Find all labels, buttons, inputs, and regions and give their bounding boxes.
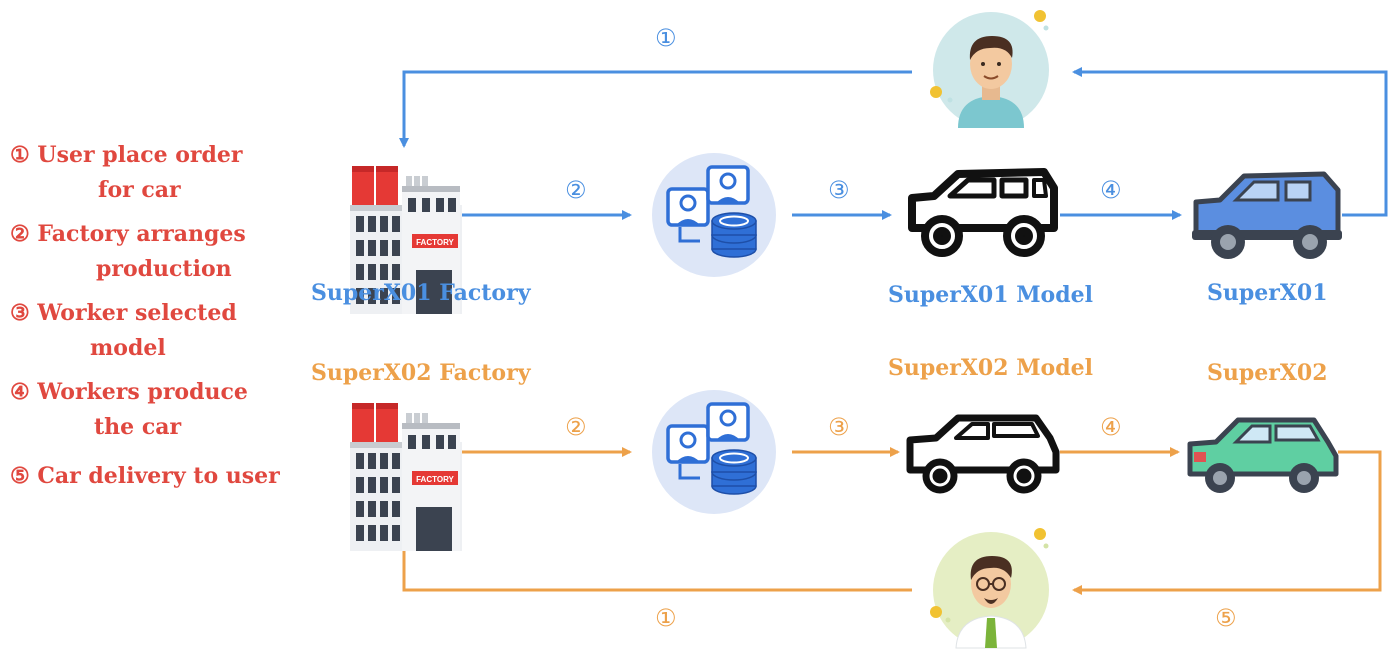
legend: ① User place order for car ② Factory arr… (10, 138, 300, 503)
superx02-label: SuperX02 (1207, 360, 1328, 386)
legend-item-5-line1: ⑤ Car delivery to user (10, 463, 280, 489)
blue-suv-icon (1192, 174, 1342, 259)
legend-item-1: ① User place order for car (10, 138, 300, 208)
superx01-label: SuperX01 (1207, 280, 1328, 306)
step-5-label-orange: ⑤ (1215, 604, 1237, 632)
arrow-5-car-to-user (1072, 67, 1388, 217)
arrow-1b-user-to-factory (399, 510, 912, 592)
step-2-label-blue: ② (565, 176, 587, 204)
arrow-1-user-to-factory (399, 70, 912, 148)
legend-item-3-line2: model (90, 335, 166, 361)
workers-icon-1 (650, 151, 778, 279)
superx01-factory-label: SuperX01 Factory (311, 280, 531, 306)
step-4-label-blue: ④ (1100, 176, 1122, 204)
legend-item-3: ③ Worker selected model (10, 296, 300, 366)
legend-item-1-line2: for car (98, 177, 181, 203)
user-avatar-2 (930, 528, 1049, 649)
superx02-factory-label: SuperX02 Factory (311, 360, 531, 386)
superx01-model-label: SuperX01 Model (888, 282, 1093, 308)
legend-item-2: ② Factory arranges production (10, 217, 300, 287)
step-3-label-orange: ③ (828, 413, 850, 441)
legend-item-5: ⑤ Car delivery to user (10, 459, 300, 494)
step-3-label-blue: ③ (828, 176, 850, 204)
arrow-5b-car-to-user (1072, 450, 1382, 595)
factory-icon-2 (350, 403, 462, 551)
legend-item-3-line1: ③ Worker selected (10, 300, 237, 326)
step-1-label-blue: ① (655, 24, 677, 52)
legend-item-4-line2: the car (94, 414, 182, 440)
user-avatar-1 (930, 10, 1049, 128)
suv-model-icon (912, 172, 1054, 253)
workers-icon-2 (650, 388, 778, 516)
legend-item-1-line1: ① User place order (10, 142, 243, 168)
legend-item-2-line2: production (96, 256, 232, 282)
flow1-connectors (399, 67, 1388, 220)
step-1-label-orange: ① (655, 604, 677, 632)
step-2-label-orange: ② (565, 413, 587, 441)
green-hatchback-icon (1190, 420, 1336, 493)
hatchback-model-icon (910, 418, 1056, 490)
legend-item-4: ④ Workers produce the car (10, 375, 300, 445)
legend-item-4-line1: ④ Workers produce (10, 379, 248, 405)
step-4-label-orange: ④ (1100, 413, 1122, 441)
legend-item-2-line1: ② Factory arranges (10, 221, 246, 247)
superx02-model-label: SuperX02 Model (888, 355, 1093, 381)
